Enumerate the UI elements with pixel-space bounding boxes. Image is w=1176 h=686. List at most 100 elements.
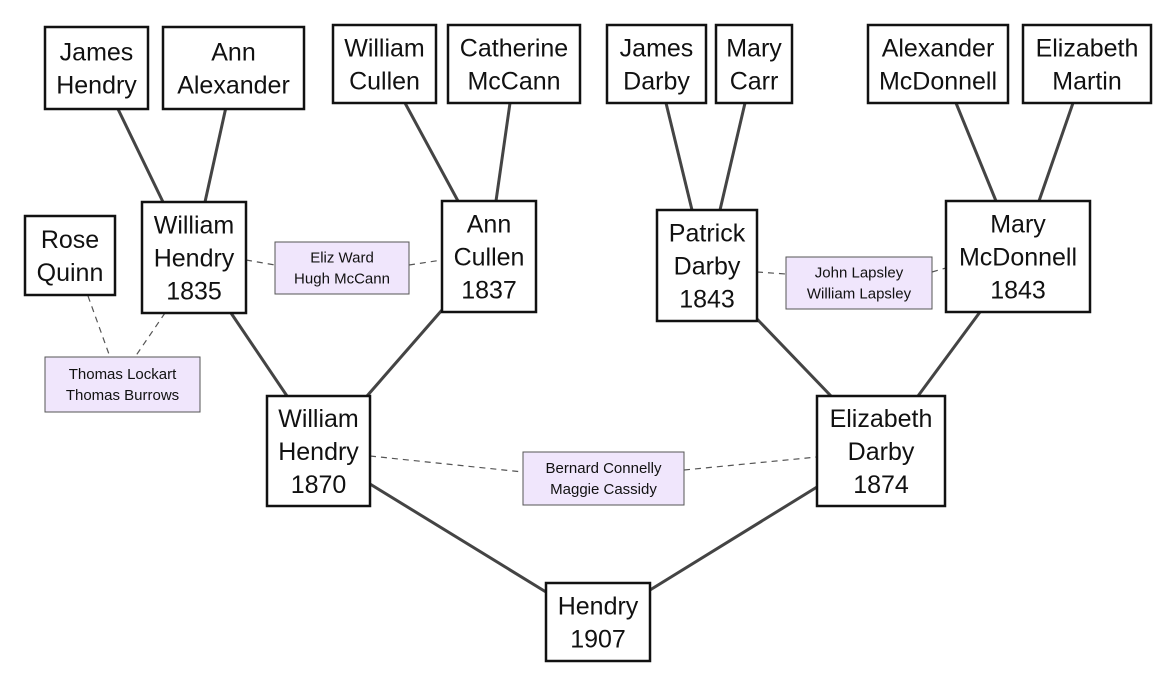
person-name-line: Ann <box>211 39 255 67</box>
person-box <box>140 200 248 315</box>
person-box <box>446 23 582 105</box>
person-name-line: Rose <box>41 226 99 254</box>
person-name-line: Catherine <box>460 35 568 63</box>
witness-link-hendry-darby <box>683 456 818 471</box>
person-name-line: Darby <box>623 68 690 96</box>
parent-link-patrick-darby-1843 <box>755 317 833 398</box>
witness-box <box>44 356 201 413</box>
person-name-line: Carr <box>730 68 779 96</box>
person-box <box>655 208 759 323</box>
parent-link-william-hendry-1835 <box>229 312 289 397</box>
parent-link-ann-alexander <box>203 106 228 203</box>
parent-link-mary-carr <box>718 102 747 211</box>
person-name-line: Patrick <box>669 220 746 248</box>
witness-name-line: Thomas Burrows <box>66 387 179 404</box>
person-name-line: 1907 <box>570 626 626 654</box>
witness-name-line: Thomas Lockart <box>69 366 177 383</box>
person-name-line: Quinn <box>37 259 104 287</box>
person-name-line: Hendry <box>56 72 137 100</box>
nodes: JamesHendryAnnAlexanderWilliamCullenCath… <box>23 23 1153 663</box>
person-name-line: Cullen <box>349 68 420 96</box>
person-box <box>544 581 652 663</box>
parent-link-james-hendry <box>115 106 165 203</box>
witness-name-line: Maggie Cassidy <box>550 481 657 498</box>
parent-link-ann-cullen-1837 <box>365 309 444 397</box>
person-name-line: James <box>620 35 694 63</box>
witness-link-hendry-darby <box>369 455 524 473</box>
person-name-line: Elizabeth <box>1036 35 1139 63</box>
witness-link-darby-mcdonnell <box>756 271 787 275</box>
person-name-line: Mary <box>726 35 782 63</box>
person-box <box>605 23 708 105</box>
person-box <box>714 23 794 105</box>
person-name-line: 1870 <box>291 471 347 499</box>
person-box <box>265 394 372 508</box>
person-name-line: 1874 <box>853 471 909 499</box>
person-name-line: William <box>278 405 359 433</box>
witness-link-quinn-hendry <box>87 295 111 358</box>
person-name-line: 1843 <box>679 286 735 314</box>
parent-link-alexander-mcdonnell <box>954 102 998 202</box>
witness-name-line: Bernard Connelly <box>546 460 662 477</box>
parent-link-mary-mcdonnell-1843 <box>916 311 982 397</box>
person-name-line: Martin <box>1052 68 1121 96</box>
person-box <box>440 199 538 314</box>
witness-name-line: William Lapsley <box>807 286 912 303</box>
person-box <box>944 199 1092 314</box>
witness-name-line: Eliz Ward <box>310 250 374 267</box>
person-name-line: McCann <box>467 68 560 96</box>
person-name-line: Ann <box>467 211 511 239</box>
person-name-line: James <box>60 39 134 67</box>
person-box <box>23 214 117 297</box>
person-box <box>866 23 1010 105</box>
person-hendry-1907[interactable]: Hendry 1907 <box>544 581 652 663</box>
person-name-line: Hendry <box>154 245 235 273</box>
person-box <box>815 394 947 508</box>
person-name-line: 1835 <box>166 278 222 306</box>
connectors <box>87 102 1075 594</box>
person-name-line: Mary <box>990 211 1046 239</box>
person-name-line: Alexander <box>882 35 995 63</box>
person-name-line: Hendry <box>558 593 639 621</box>
person-name-line: Hendry <box>278 438 359 466</box>
person-name-line: Elizabeth <box>830 405 933 433</box>
person-name-line: Darby <box>674 253 741 281</box>
witness-link-hendry-cullen <box>408 259 443 266</box>
person-name-line: Darby <box>848 438 915 466</box>
person-name-line: 1843 <box>990 277 1046 305</box>
witness-box <box>274 241 410 295</box>
parent-link-james-darby <box>664 102 694 211</box>
person-name-line: McDonnell <box>959 244 1077 272</box>
person-name-line: McDonnell <box>879 68 997 96</box>
witness-link-darby-mcdonnell <box>931 267 947 273</box>
witness-name-line: John Lapsley <box>815 265 904 282</box>
witness-link-hendry-cullen <box>245 259 276 266</box>
witness-link-quinn-hendry <box>134 312 166 358</box>
person-name-line: William <box>344 35 425 63</box>
parent-link-elizabeth-darby-1874 <box>649 485 818 592</box>
parent-link-elizabeth-martin <box>1037 102 1075 202</box>
witness-box <box>785 256 933 310</box>
person-name-line: Alexander <box>177 72 290 100</box>
witness-name-line: Hugh McCann <box>294 271 390 288</box>
